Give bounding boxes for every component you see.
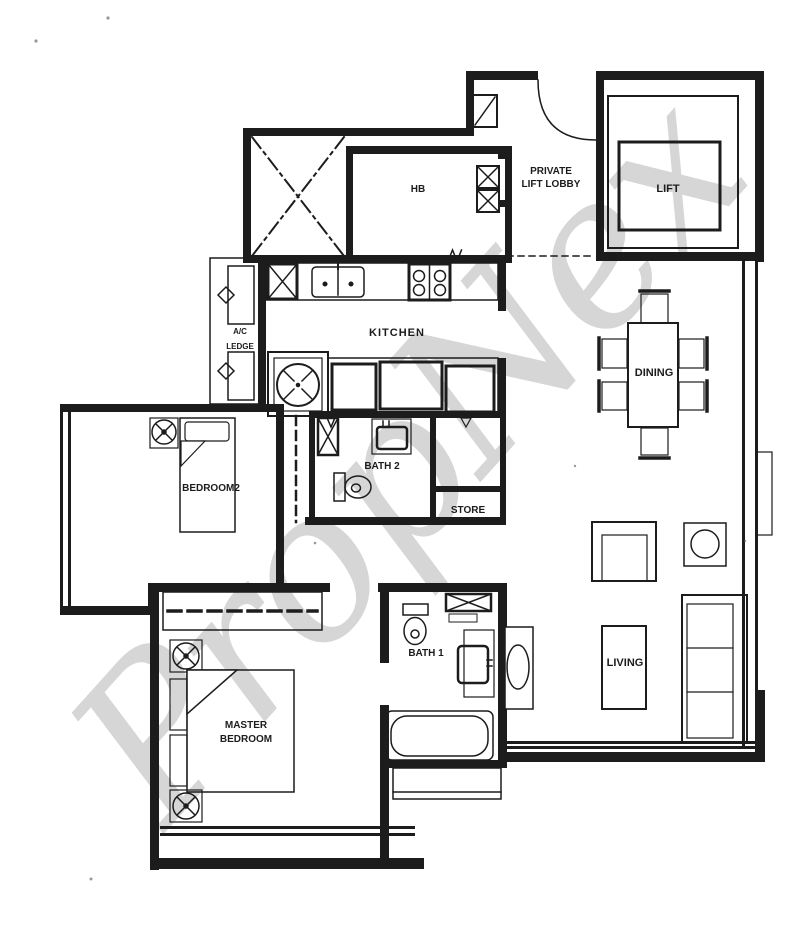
label-private-lift-lobby-line1: PRIVATE [530, 166, 572, 177]
wall-bath1-top [378, 583, 507, 592]
label-lift: LIFT [656, 183, 679, 195]
wall-top-right [596, 71, 764, 80]
wall-bath2-bottom [305, 517, 506, 525]
scan-specks [34, 16, 747, 881]
wall-hb-door-jamb-top [498, 152, 510, 159]
dining-chairs [597, 289, 709, 460]
window-bedroom2-line1 [60, 410, 63, 608]
label-kitchen: KITCHEN [369, 327, 425, 339]
label-hb: HB [411, 184, 425, 195]
window-living-line2 [503, 746, 757, 749]
bath1-window-bay [392, 767, 502, 800]
window-bedroom2-line2 [68, 410, 71, 608]
wall-lobby-left [466, 71, 474, 135]
service-duct-boxes [475, 164, 501, 214]
void-open-area [250, 135, 346, 258]
bath1-toilet-icon [402, 603, 429, 646]
wall-bath1-right [498, 583, 507, 768]
master-ceiling-fan-bottom-icon [169, 789, 203, 823]
wall-hb-door-jamb-bottom [498, 200, 510, 207]
kitchen-counter-top [265, 248, 499, 302]
window-master-line1 [160, 826, 415, 829]
entry-door-swing [537, 79, 597, 141]
living-coffee-table [601, 625, 647, 710]
corridor-duct-box [316, 416, 340, 457]
window-right-inner-line [742, 258, 745, 748]
wall-kitchen-right-upper [498, 263, 506, 311]
label-master-bedroom-line2: BEDROOM [220, 734, 272, 745]
wall-void-top [243, 128, 474, 136]
wall-kitchen-right-lower [498, 358, 506, 418]
label-ac-ledge-line2: LEDGE [226, 342, 254, 351]
wall-master-bath1-lower [380, 705, 389, 867]
master-bed [169, 669, 295, 793]
window-living-line1 [503, 741, 757, 744]
wall-master-bath1-upper [380, 583, 389, 663]
wall-store-right [500, 411, 506, 525]
wall-living-bottom [503, 752, 765, 762]
label-ac-ledge-line1: A/C [233, 327, 247, 336]
wall-bedroom2-right [276, 404, 284, 592]
label-master-bedroom-line1: MASTER [225, 720, 268, 731]
bedroom2-bed [179, 417, 236, 533]
label-bedroom2: BEDROOM2 [182, 483, 240, 494]
bath2-toilet-icon [333, 472, 372, 502]
wall-void-left [243, 128, 251, 263]
cooker-hob-icon [407, 262, 452, 302]
bath1-duct-box [444, 592, 493, 623]
hb-door-mark [447, 248, 463, 263]
label-bath1: BATH 1 [408, 648, 444, 659]
living-side-table [683, 522, 727, 567]
bath2-basin-icon [371, 418, 412, 455]
window-master-line2 [160, 833, 415, 836]
bath1-bathtub-icon [385, 710, 494, 761]
label-bath2: BATH 2 [364, 461, 400, 472]
lobby-riser-duct [472, 94, 498, 128]
wall-right-upper [755, 71, 764, 262]
hallway-console [504, 626, 534, 710]
wall-wardrobe2-right [309, 411, 315, 523]
bath2-door-mark [324, 412, 338, 429]
living-sofa [681, 594, 748, 744]
exterior-ledge [756, 451, 773, 536]
wall-top-left-of-entry [466, 71, 538, 80]
wall-lift-bottom [598, 252, 764, 261]
wall-kitchen-top [243, 255, 512, 263]
wall-master-bottom [150, 858, 424, 869]
wall-bedroom2-bottom [60, 606, 155, 615]
ac-ledge [209, 257, 263, 405]
shower-head-icon [459, 412, 473, 429]
washing-machine-icon [267, 351, 329, 417]
wall-store-top [430, 486, 506, 492]
living-armchair [591, 521, 657, 582]
label-store: STORE [451, 505, 486, 516]
wall-hb-top [346, 146, 512, 154]
wall-master-left [150, 583, 159, 870]
room-labels: PRIVATE LIFT LOBBY LIFT HB KITCHEN A/C L… [182, 166, 680, 745]
duct-box-icon [266, 262, 299, 301]
wall-bath1-bottom [380, 760, 507, 768]
wall-lift-left [596, 80, 604, 261]
wall-hb-left [346, 146, 353, 263]
wall-right-bottom [755, 690, 765, 752]
wall-bath2-shower-divider [430, 418, 436, 517]
master-ceiling-fan-top-icon [169, 639, 203, 673]
lift-shaft [607, 95, 739, 249]
bath1-vanity-basin-icon [456, 629, 495, 698]
wall-bedroom2-top [60, 404, 282, 412]
kitchen-sink-icon [311, 260, 365, 298]
fixtures-and-furniture [149, 79, 773, 823]
label-dining: DINING [635, 367, 674, 379]
master-wardrobe [162, 591, 323, 631]
wall-master-top [150, 583, 330, 592]
bedroom2-ceiling-fan-icon [149, 417, 179, 449]
label-private-lift-lobby-line2: LIFT LOBBY [522, 179, 581, 190]
label-living: LIVING [607, 657, 644, 669]
